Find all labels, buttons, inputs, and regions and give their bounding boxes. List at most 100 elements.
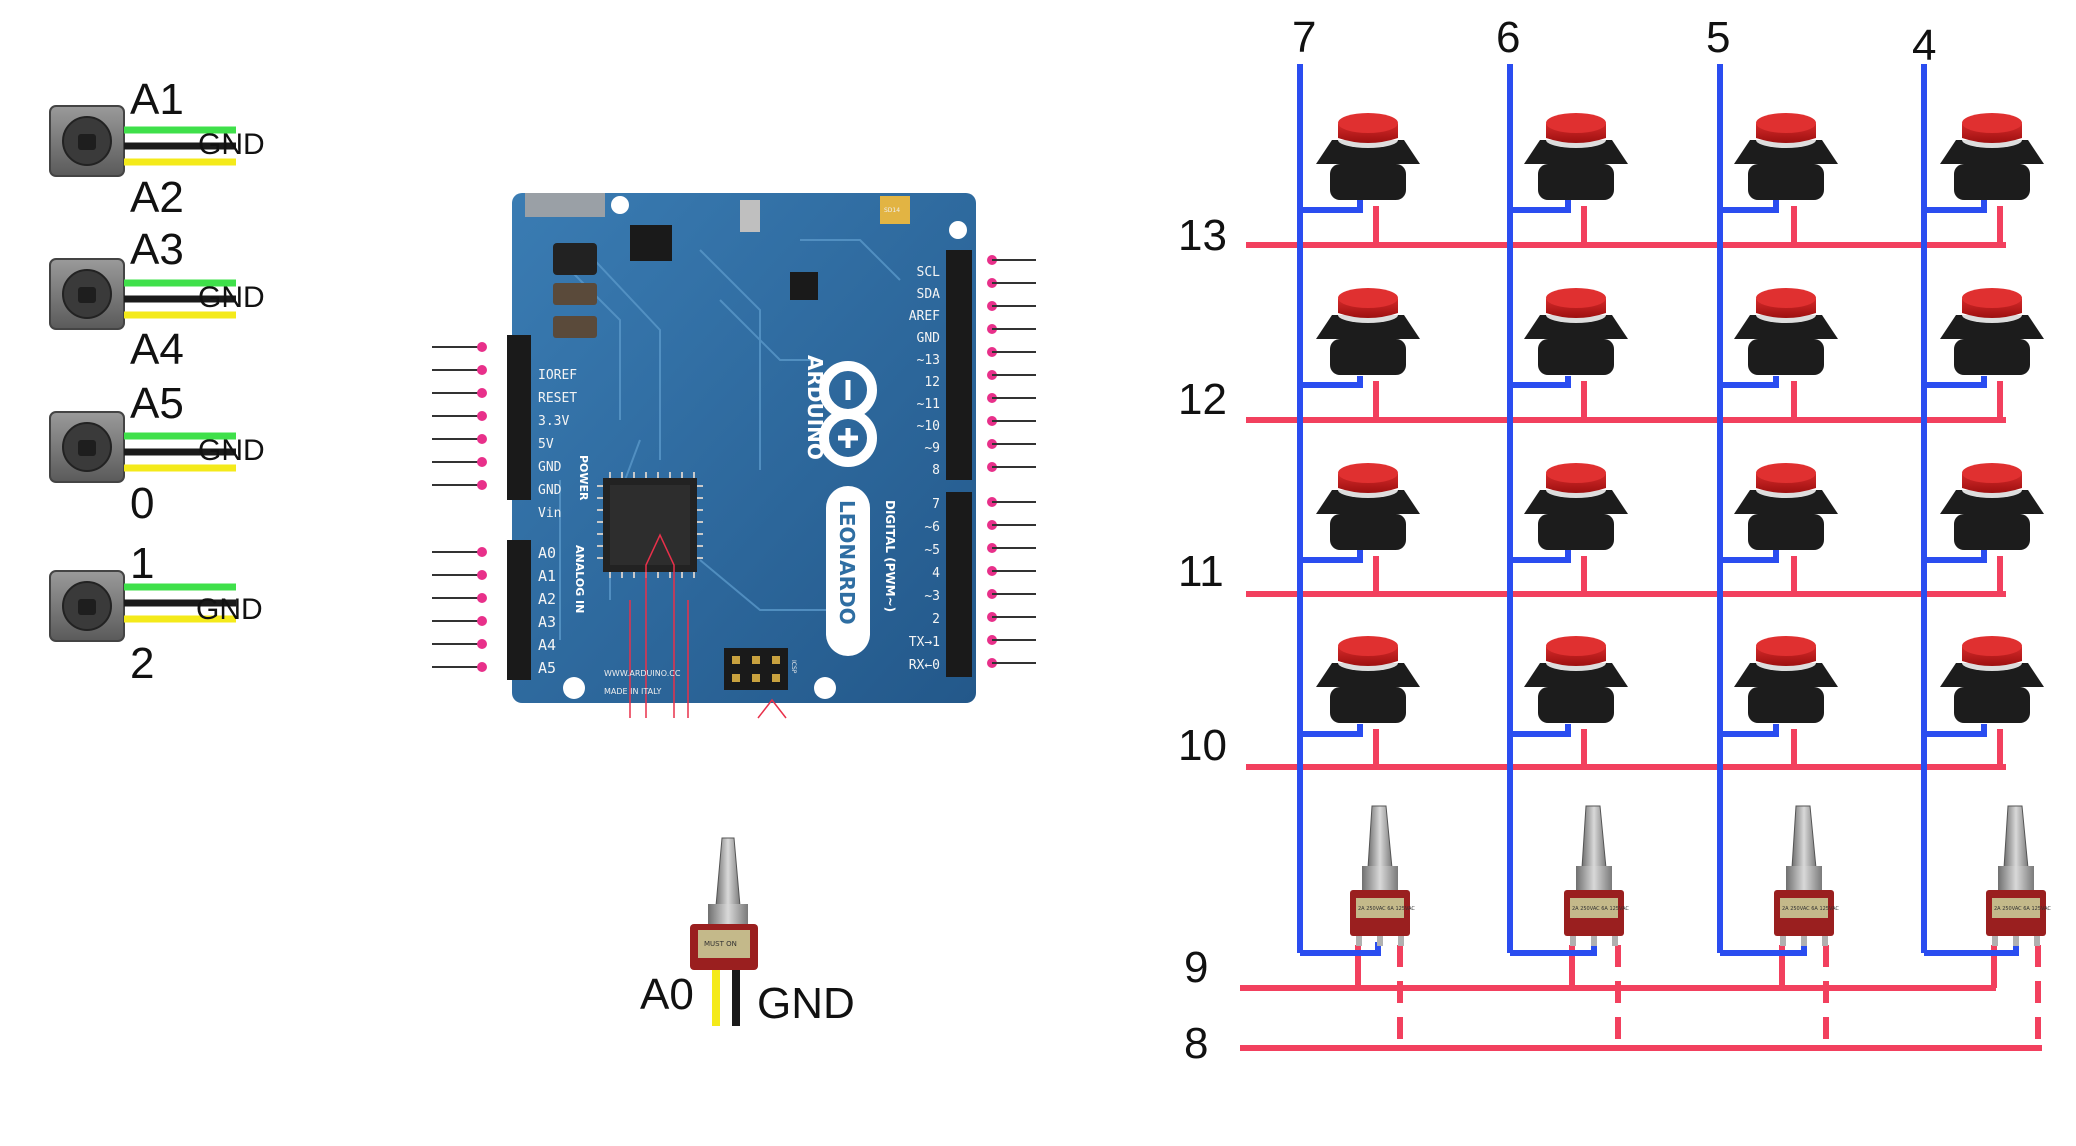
row-label: 10 (1178, 721, 1227, 770)
regulator (630, 225, 672, 261)
encoder-gnd-label: GND (198, 128, 265, 161)
row-wires (1240, 206, 2042, 1051)
digital-section-label: DIGITAL (PWM~) (883, 500, 897, 612)
mounting-hole (611, 196, 629, 214)
digital-bottom-pin-labels: 7 ~6 ~5 4 ~3 2 TX→1 RX←0 (909, 497, 940, 673)
rotary-encoder (49, 105, 236, 177)
matrix-toggle-switch[interactable]: 2A 250VAC 6A 125VAC (1986, 805, 2051, 946)
crystal (740, 200, 760, 232)
toggle-label-plate (698, 930, 750, 958)
switch-body-text: 2A 250VAC 6A 125VAC (1782, 906, 1839, 912)
encoder-bottom-label: A4 (130, 325, 184, 374)
mcu-chip-inner (610, 485, 690, 565)
encoder-top-label: A5 (130, 379, 184, 428)
icsp-label: ICSP (790, 660, 797, 674)
pin-label: A4 (538, 636, 556, 654)
push-button[interactable] (1524, 288, 1628, 375)
pin-label: 2 (932, 612, 940, 627)
toggle-pin-label: A0 (640, 970, 694, 1019)
capacitor (553, 283, 597, 305)
toggle-lever (715, 837, 741, 907)
push-button[interactable] (1316, 113, 1420, 200)
rotary-encoder (49, 411, 236, 483)
toggle-switch[interactable]: MUST ON (690, 837, 758, 1026)
pin-label: A2 (538, 590, 556, 608)
pcb-traces (559, 239, 901, 640)
pin-label: ~13 (917, 353, 940, 368)
pin-label: IOREF (538, 368, 577, 383)
left-header-leads (432, 342, 487, 672)
push-button[interactable] (1940, 113, 2044, 200)
pin-label: ~5 (924, 543, 940, 558)
mounting-hole (949, 221, 967, 239)
encoder-gnd-label: GND (198, 281, 265, 314)
power-header (507, 335, 531, 500)
row-label: 9 (1184, 943, 1208, 992)
capacitor (553, 316, 597, 338)
mounting-hole (814, 677, 836, 699)
row-label: 11 (1178, 547, 1224, 596)
encoder-bottom-label: A2 (130, 173, 184, 222)
matrix-toggle-switch[interactable]: 2A 250VAC 6A 125VAC (1564, 805, 1629, 946)
encoder-shaft-slot (78, 134, 96, 150)
encoder-bottom-label: 0 (130, 479, 154, 528)
annotation-arrows (629, 533, 787, 719)
row-label: 13 (1178, 211, 1227, 260)
pin-label: ~3 (924, 589, 940, 604)
toggle-bushing (708, 904, 748, 926)
usb-connector (525, 193, 605, 217)
power-pin-labels: IOREF RESET 3.3V 5V GND GND Vin (538, 368, 577, 521)
column-label: 5 (1706, 13, 1730, 62)
push-button[interactable] (1734, 636, 1838, 723)
arduino-logo (819, 361, 877, 467)
toggle-gnd-label: GND (757, 979, 855, 1028)
chip-sd14 (880, 196, 910, 224)
pin-label: GND (538, 460, 562, 475)
pin-label: ~9 (924, 441, 940, 456)
pin-label: RX←0 (909, 658, 940, 673)
push-button[interactable] (1940, 636, 2044, 723)
pin-label: RESET (538, 391, 577, 406)
pin-label: ~10 (917, 419, 940, 434)
push-button[interactable] (1940, 463, 2044, 550)
encoder-group: A1 GND A2 A3 GND A4 A5 GND 0 1 GND 2 (49, 75, 265, 688)
analog-pin-labels: A0 A1 A2 A3 A4 A5 (538, 544, 556, 677)
push-button[interactable] (1524, 463, 1628, 550)
pin-label: 3.3V (538, 414, 569, 429)
matrix-toggle-switch[interactable]: 2A 250VAC 6A 125VAC (1350, 805, 1415, 946)
model-label: LEONARDO (835, 500, 859, 625)
model-badge (826, 486, 870, 656)
row-label: 8 (1184, 1019, 1208, 1068)
encoder-top-label: A3 (130, 225, 184, 274)
push-button[interactable] (1734, 463, 1838, 550)
matrix-toggle-switch[interactable]: 2A 250VAC 6A 125VAC (1774, 805, 1839, 946)
push-button[interactable] (1734, 288, 1838, 375)
digital-header-bottom (946, 492, 972, 677)
push-button[interactable] (1524, 636, 1628, 723)
rotary-encoder (49, 258, 236, 330)
encoder-gnd-label: GND (196, 593, 263, 626)
encoder-shaft-slot (78, 440, 96, 456)
switch-body-text: 2A 250VAC 6A 125VAC (1572, 906, 1629, 912)
digital-header-top (946, 250, 972, 480)
push-button[interactable] (1316, 636, 1420, 723)
push-button[interactable] (1734, 113, 1838, 200)
push-button[interactable] (1524, 113, 1628, 200)
column-label: 7 (1292, 13, 1316, 62)
pin-label: 12 (924, 375, 940, 390)
push-button[interactable] (1940, 288, 2044, 375)
rotary-encoder (49, 570, 236, 642)
push-button[interactable] (1316, 463, 1420, 550)
arduino-board: SD14 ICSP IOREF R (432, 193, 1036, 719)
pin-label: A3 (538, 613, 556, 631)
pin-label: A5 (538, 659, 556, 677)
encoder-shaft-slot (78, 599, 96, 615)
row8-dashed-legs (1397, 945, 2041, 1048)
pin-label: A1 (538, 567, 556, 585)
analog-section-label: ANALOG IN (573, 545, 586, 613)
pin-label: SCL (917, 265, 941, 280)
push-button[interactable] (1316, 288, 1420, 375)
column-wires (1297, 64, 2019, 956)
pin-label: GND (538, 483, 562, 498)
